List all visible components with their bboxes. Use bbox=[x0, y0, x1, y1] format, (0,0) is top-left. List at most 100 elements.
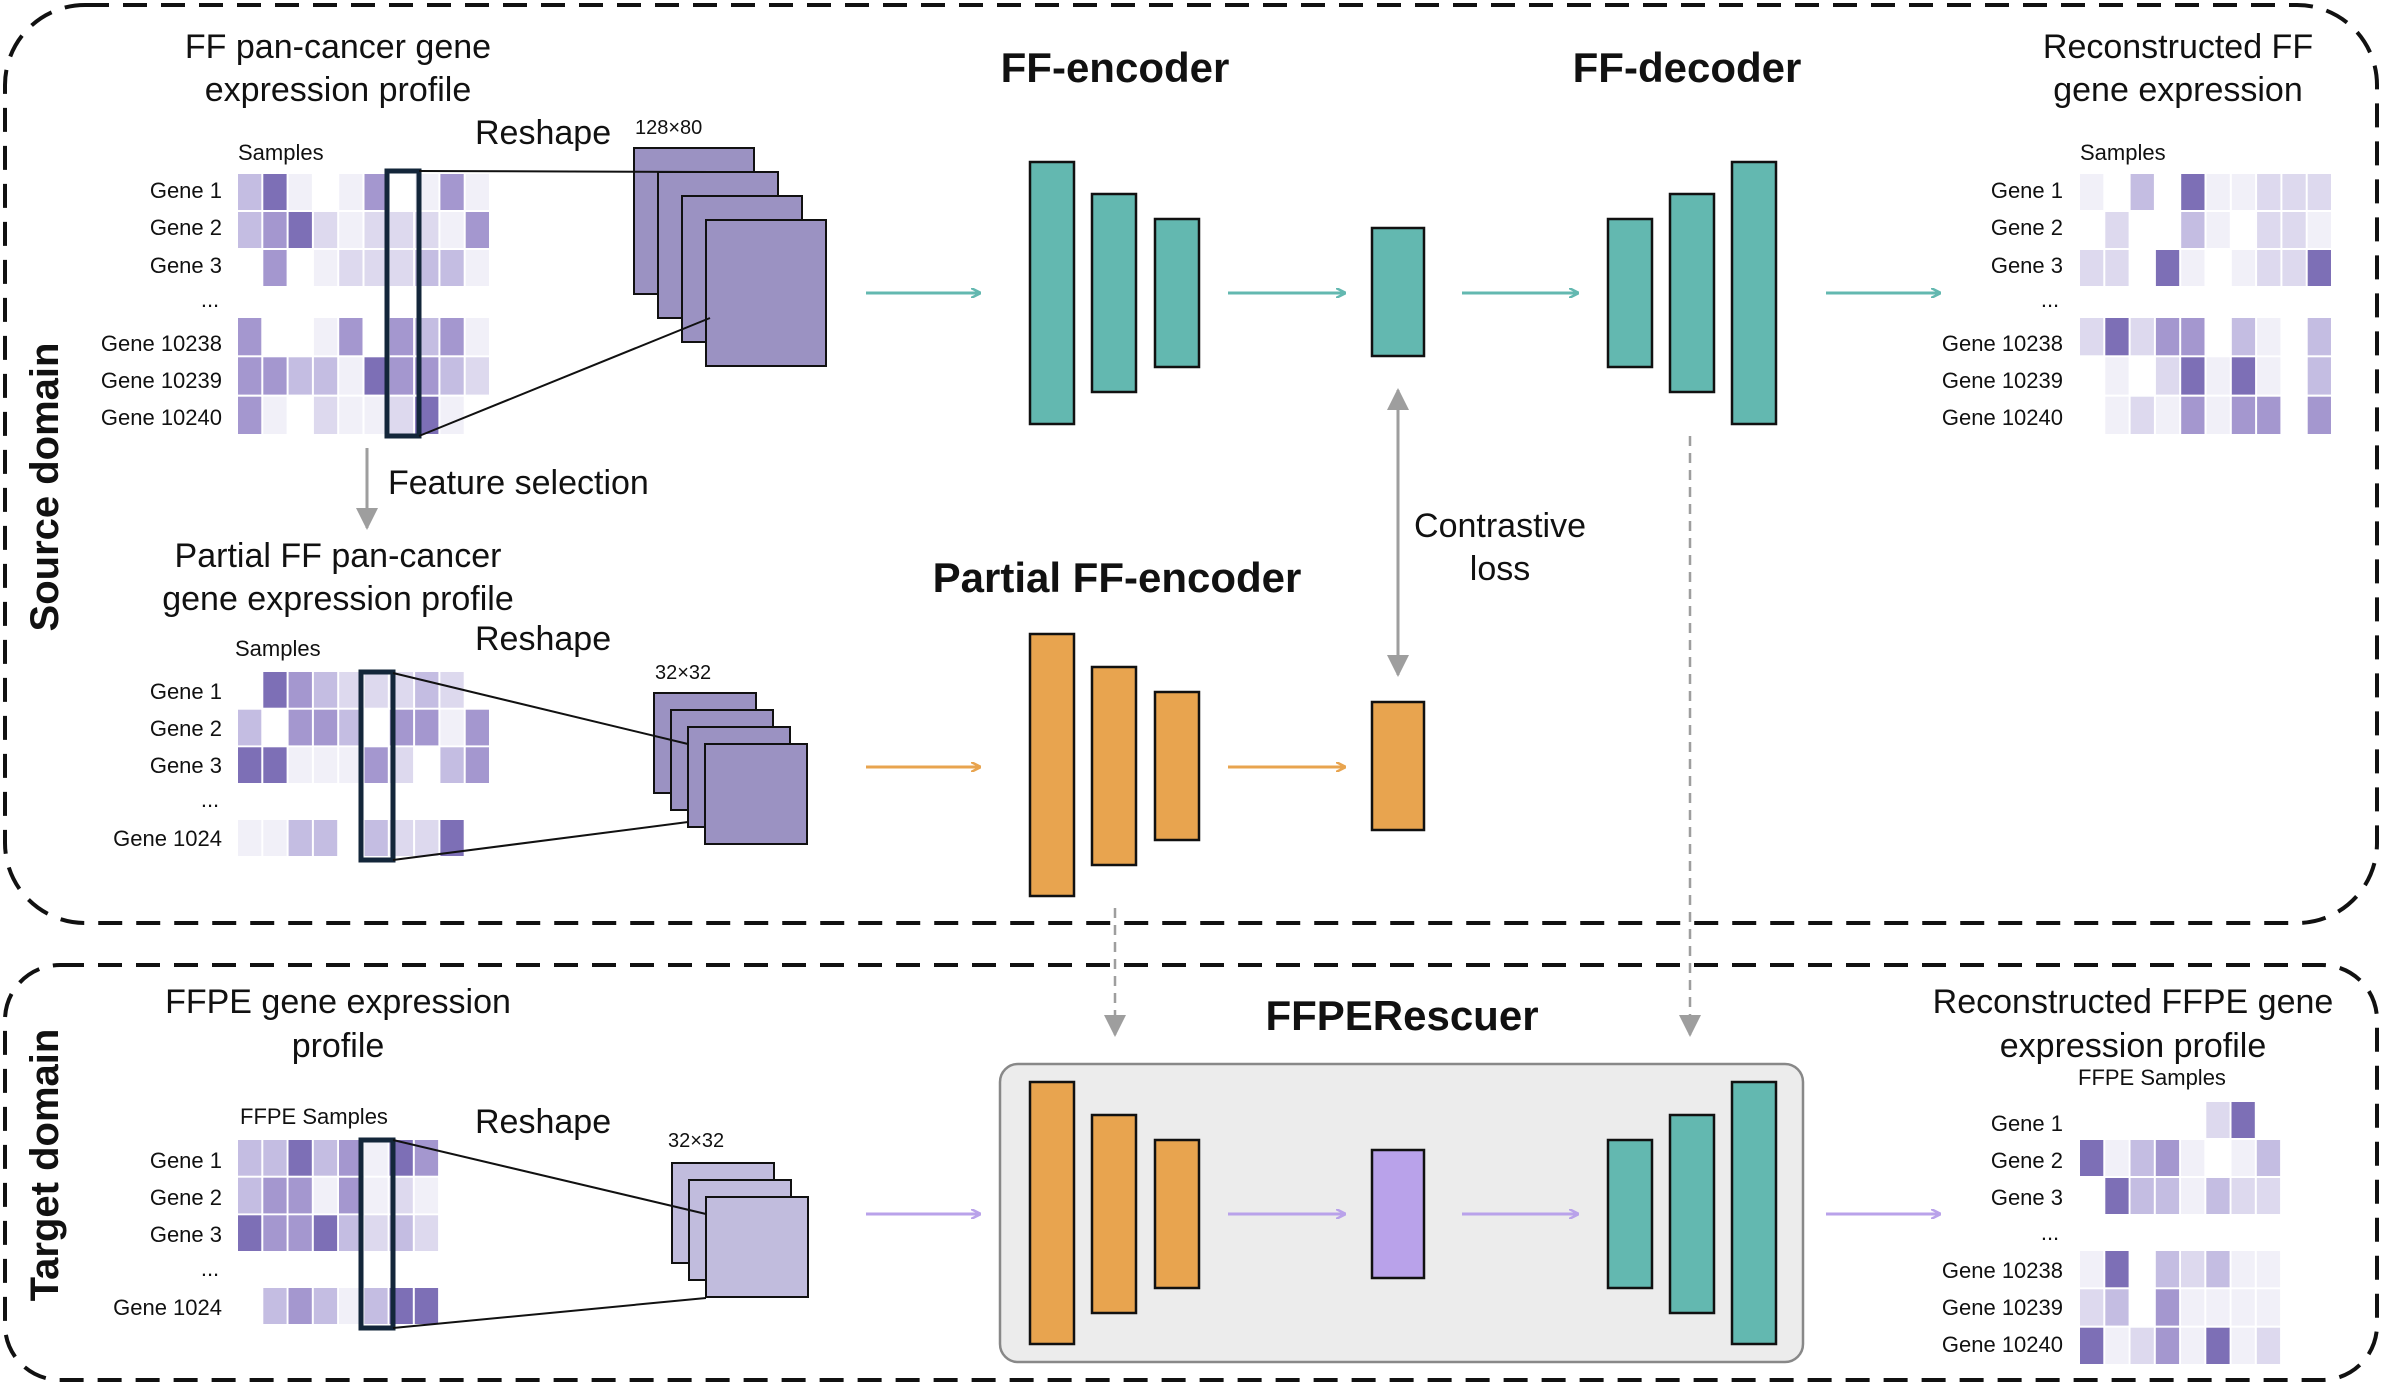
heatmap-cell bbox=[2080, 1102, 2104, 1138]
heatmap-cell bbox=[465, 709, 489, 746]
heatmap-cell bbox=[2155, 318, 2180, 356]
heatmap-cell bbox=[2206, 1178, 2230, 1214]
gene-label: Gene 10240 bbox=[1942, 405, 2063, 430]
heatmap-cell bbox=[2231, 396, 2256, 434]
heatmap-cell bbox=[2080, 212, 2104, 248]
heatmap-cell bbox=[288, 357, 312, 395]
gene-label: Gene 10239 bbox=[101, 368, 222, 393]
partial-encoder-layer-2 bbox=[1090, 665, 1138, 867]
target-domain-label: Target domain bbox=[23, 1029, 67, 1302]
recon-ff-heatmap bbox=[2080, 174, 2331, 434]
heatmap-cell bbox=[2231, 1327, 2255, 1364]
heatmap-cell bbox=[2105, 318, 2129, 356]
heatmap-cell bbox=[288, 174, 312, 210]
heatmap-cell bbox=[263, 1177, 287, 1214]
heatmap-cell bbox=[440, 318, 464, 356]
heatmap-cell bbox=[288, 250, 312, 286]
heatmap-cell bbox=[263, 709, 287, 746]
rescuer-encoder bbox=[1028, 1080, 1201, 1346]
heatmap-cell bbox=[2181, 1140, 2205, 1176]
ffpe-profile-title-1: FFPE gene expression bbox=[165, 983, 511, 1021]
heatmap-cell bbox=[440, 820, 464, 856]
heatmap-cell bbox=[2080, 357, 2104, 395]
heatmap-cell bbox=[440, 672, 464, 708]
heatmap-cell bbox=[2105, 1327, 2129, 1364]
heatmap-cell bbox=[2307, 250, 2331, 286]
ff-decoder-title: FF-decoder bbox=[1573, 44, 1802, 91]
partial-samples-label: Samples bbox=[235, 636, 321, 661]
partial-projection-line-bottom bbox=[392, 821, 689, 861]
heatmap-cell bbox=[238, 820, 262, 856]
heatmap-cell bbox=[389, 250, 414, 286]
heatmap-cell bbox=[2282, 318, 2306, 356]
heatmap-cell bbox=[313, 1288, 338, 1324]
heatmap-cell bbox=[263, 318, 287, 356]
heatmap-cell bbox=[364, 250, 388, 286]
heatmap-cell bbox=[389, 672, 414, 708]
heatmap-cell bbox=[2130, 396, 2154, 434]
heatmap-cell bbox=[2080, 1251, 2104, 1288]
rescuer-encoder-layer-2 bbox=[1090, 1113, 1138, 1315]
ffpe-rescuer-title: FFPERescuer bbox=[1265, 992, 1538, 1039]
gene-label: Gene 2 bbox=[150, 215, 222, 240]
gene-label: Gene 3 bbox=[150, 253, 222, 278]
heatmap-cell bbox=[2206, 1140, 2230, 1176]
heatmap-cell bbox=[2231, 1289, 2255, 1326]
heatmap-cell bbox=[364, 212, 388, 248]
partial-gene-labels: Gene 1 Gene 2 Gene 3 ... Gene 1024 bbox=[113, 679, 222, 851]
heatmap-cell bbox=[389, 396, 414, 434]
heatmap-cell bbox=[440, 357, 464, 395]
heatmap-cell bbox=[389, 212, 414, 248]
partial-profile-title-1: Partial FF pan-cancer bbox=[175, 537, 502, 575]
heatmap-cell bbox=[2105, 1178, 2129, 1214]
heatmap-cell bbox=[238, 357, 262, 395]
heatmap-cell bbox=[238, 1215, 262, 1251]
rescuer-latent bbox=[1370, 1148, 1426, 1280]
heatmap-cell bbox=[2282, 174, 2306, 210]
heatmap-cell bbox=[2231, 1178, 2255, 1214]
partial-latent bbox=[1370, 700, 1426, 832]
partial-ff-encoder-title: Partial FF-encoder bbox=[933, 554, 1302, 601]
heatmap-cell bbox=[440, 250, 464, 286]
heatmap-cell bbox=[2130, 250, 2154, 286]
heatmap-cell bbox=[238, 1177, 262, 1214]
recon-ff-gene-labels: Gene 1 Gene 2 Gene 3 ... Gene 10238 Gene… bbox=[1942, 178, 2063, 430]
heatmap-cell bbox=[2105, 357, 2129, 395]
heatmap-cell bbox=[414, 1288, 439, 1324]
heatmap-cell bbox=[2256, 1140, 2281, 1176]
rescuer-encoder-layer-3 bbox=[1153, 1138, 1201, 1290]
heatmap-cell bbox=[415, 709, 439, 746]
heatmap-cell bbox=[440, 396, 464, 434]
gene-label: Gene 2 bbox=[150, 716, 222, 741]
partial-reshape-dims: 32×32 bbox=[655, 662, 711, 684]
heatmap-cell bbox=[2181, 318, 2205, 356]
partial-projection-line-top bbox=[392, 672, 689, 745]
heatmap-cell bbox=[364, 709, 388, 746]
gene-label: ... bbox=[201, 787, 219, 812]
heatmap-cell bbox=[313, 747, 338, 783]
source-domain-label: Source domain bbox=[23, 343, 67, 632]
ff-heatmap bbox=[238, 174, 489, 434]
source-domain-frame bbox=[3, 3, 2379, 925]
heatmap-cell bbox=[2282, 250, 2306, 286]
gene-label: Gene 1024 bbox=[113, 826, 222, 851]
heatmap-cell bbox=[2181, 250, 2205, 286]
gene-label: Gene 2 bbox=[1991, 1148, 2063, 1173]
heatmap-cell bbox=[465, 747, 489, 783]
heatmap-cell bbox=[440, 709, 464, 746]
tensor-slice bbox=[705, 1196, 809, 1298]
heatmap-cell bbox=[2282, 212, 2306, 248]
heatmap-cell bbox=[389, 709, 414, 746]
ff-profile-title-2: expression profile bbox=[205, 71, 471, 109]
heatmap-cell bbox=[2206, 174, 2230, 210]
heatmap-cell bbox=[2257, 357, 2281, 395]
heatmap-cell bbox=[2105, 1140, 2129, 1176]
heatmap-cell bbox=[263, 357, 287, 395]
ffpe-projection-line-top bbox=[392, 1139, 707, 1215]
heatmap-cell bbox=[263, 1140, 287, 1176]
heatmap-cell bbox=[2130, 1140, 2154, 1176]
recon-ff-title-2: gene expression bbox=[2053, 71, 2303, 109]
heatmap-cell bbox=[465, 174, 489, 210]
heatmap-cell bbox=[2282, 396, 2306, 434]
heatmap-cell bbox=[2231, 1251, 2255, 1288]
